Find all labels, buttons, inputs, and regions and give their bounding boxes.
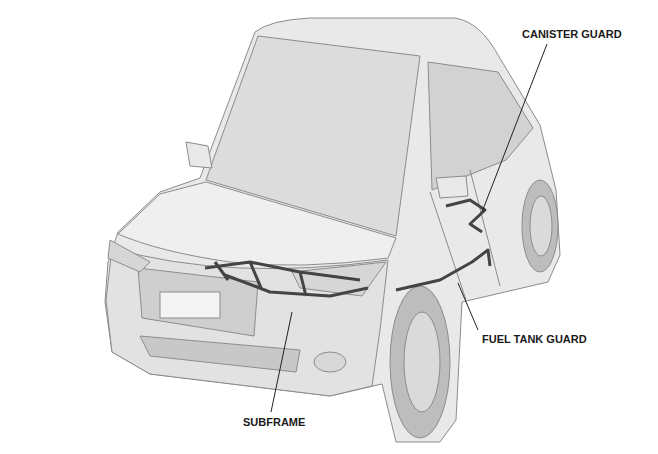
hood: [118, 182, 396, 265]
leader-line: [482, 44, 547, 212]
grille: [138, 268, 258, 336]
leader-line: [458, 283, 478, 330]
front-fascia: [106, 248, 388, 396]
mirror: [436, 176, 468, 198]
fog-lamp: [314, 352, 346, 372]
lower-grille: [140, 336, 300, 372]
part-label: FUEL TANK GUARD: [482, 333, 587, 346]
part-label: SUBFRAME: [243, 416, 305, 429]
headlight: [108, 240, 150, 272]
license-plate: [160, 292, 220, 318]
mirror: [186, 142, 212, 168]
car-body: [105, 18, 560, 442]
leader-line: [271, 312, 292, 412]
front-wheel-rim: [404, 312, 440, 412]
part-label: CANISTER GUARD: [522, 28, 622, 41]
fuel-tank-guard: [396, 250, 490, 290]
canister-guard: [446, 200, 485, 232]
subframe: [205, 262, 368, 296]
rear-wheel: [522, 180, 558, 272]
side-window: [428, 62, 533, 190]
rear-wheel-rim: [530, 196, 552, 256]
front-wheel: [390, 286, 450, 438]
